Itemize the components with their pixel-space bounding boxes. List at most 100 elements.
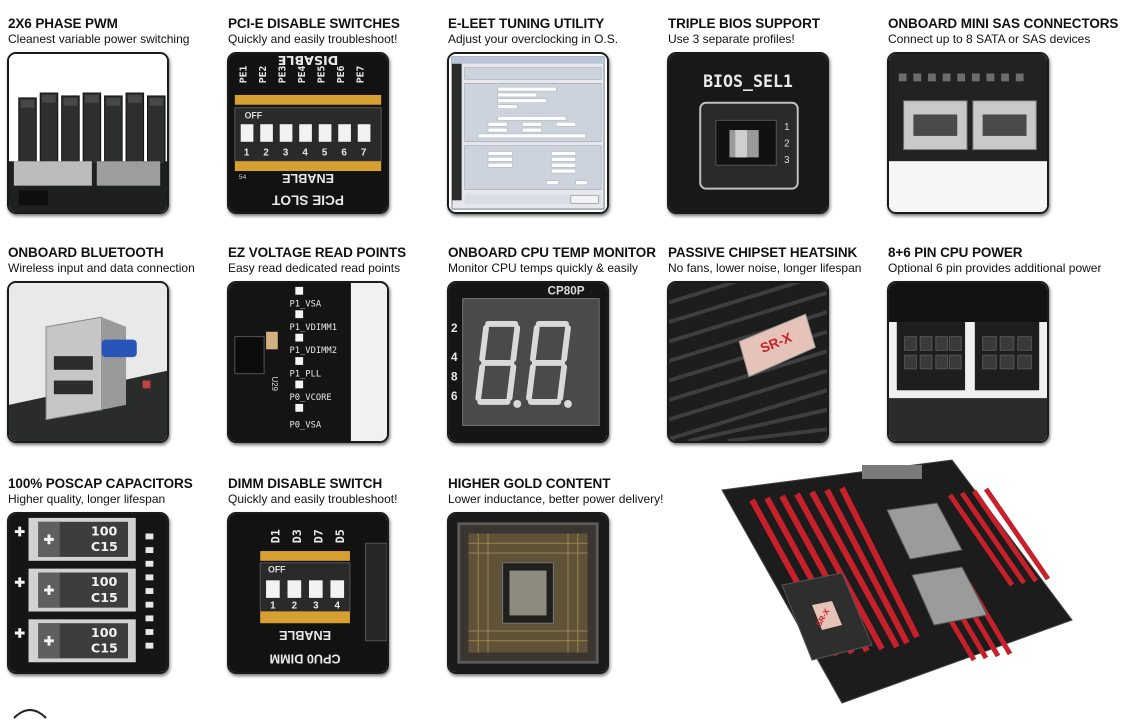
side-label: 8 [451, 371, 458, 384]
cap-marking: C15 [91, 640, 118, 655]
feature-title: ONBOARD BLUETOOTH [8, 245, 164, 260]
dip-pin-label: PE7 [356, 66, 367, 84]
dip-off-label: OFF [245, 110, 263, 120]
pcie-slot-label: PCIE SLOT [271, 192, 344, 207]
poscap-image: 100 C15 100 C15 100 C15 [7, 512, 169, 674]
feature-title: 8+6 PIN CPU POWER [888, 245, 1023, 260]
eleet-screenshot-image [447, 52, 609, 214]
feature-subtitle: No fans, lower noise, longer lifespan [668, 261, 862, 275]
dip-number: 5 [322, 147, 328, 158]
dip-number: 2 [292, 601, 298, 612]
side-label: 2 [451, 322, 458, 335]
seven-segment-image: CP80P 2 4 8 6 [447, 281, 609, 443]
dip-disable-label: DISABLE [278, 54, 338, 68]
dip-pin-label: PE6 [336, 66, 347, 84]
bios-position-3: 3 [784, 155, 789, 166]
feature-subtitle: Monitor CPU temps quickly & easily [448, 261, 639, 275]
feature-pcie-switches: PCI-E DISABLE SWITCHES Quickly and easil… [228, 16, 443, 47]
dip-number: 3 [283, 147, 289, 158]
feature-title: ONBOARD CPU TEMP MONITOR [448, 245, 656, 260]
feature-subtitle: Wireless input and data connection [8, 261, 195, 275]
dip-number: 7 [361, 147, 366, 158]
voltage-points-image: U29 P1_VSA P1_VDIMM1 P1_VDIMM2 P1_PLL P0… [227, 281, 389, 443]
dip-pin-label: PE4 [297, 66, 308, 84]
dip-number: 1 [270, 601, 276, 612]
feature-bluetooth: ONBOARD BLUETOOTH Wireless input and dat… [8, 245, 223, 276]
voltage-point-label: P1_VSA [289, 299, 321, 309]
feature-title: EZ VOLTAGE READ POINTS [228, 245, 407, 260]
dip-enable-label: ENABLE [279, 628, 331, 642]
mini-sas-image [887, 52, 1049, 214]
dip-number: 6 [341, 147, 347, 158]
feature-subtitle: Lower inductance, better power delivery! [448, 492, 664, 506]
bios-position-2: 2 [784, 139, 789, 150]
dip-number: 1 [244, 147, 250, 158]
feature-triple-bios: TRIPLE BIOS SUPPORT Use 3 separate profi… [668, 16, 883, 47]
cap-marking: 100 [91, 574, 118, 589]
feature-title: PASSIVE CHIPSET HEATSINK [668, 245, 858, 260]
feature-poscap: 100% POSCAP CAPACITORS Higher quality, l… [8, 476, 223, 507]
bios-sel-label: BIOS_SEL1 [703, 72, 793, 91]
dip-pin-label: D1 [269, 529, 283, 543]
display-code: CP80P [548, 285, 585, 298]
feature-subtitle: Easy read dedicated read points [228, 261, 401, 275]
cap-marking: 100 [91, 625, 118, 640]
dip-pin-label: PE2 [258, 66, 269, 84]
feature-subtitle: Connect up to 8 SATA or SAS devices [888, 32, 1091, 46]
bluetooth-usb-image [7, 281, 169, 443]
cap-marking: C15 [91, 590, 118, 605]
voltage-point-label: P1_VDIMM1 [289, 323, 336, 333]
feature-subtitle: Cleanest variable power switching [8, 32, 190, 46]
pwm-chokes-image [7, 52, 169, 214]
heatsink-image: SR-X [667, 281, 829, 443]
board-code: 54 [239, 174, 247, 181]
feature-dimm-switch: DIMM DISABLE SWITCH Quickly and easily t… [228, 476, 443, 507]
dip-pin-label: PE5 [317, 66, 328, 84]
bios-switch-image: BIOS_SEL1 1 2 3 [667, 52, 829, 214]
feature-subtitle: Adjust your overclocking in O.S. [448, 32, 619, 46]
side-label: 4 [451, 351, 458, 364]
feature-title: PCI-E DISABLE SWITCHES [228, 16, 400, 31]
dip-number: 2 [263, 147, 269, 158]
voltage-point-label: P0_VCORE [289, 393, 331, 403]
voltage-point-label: P1_VDIMM2 [289, 346, 336, 356]
side-label: 6 [451, 390, 458, 403]
dip-number: 4 [335, 601, 341, 612]
dip-enable-label: ENABLE [282, 171, 334, 185]
dip-number: 4 [302, 147, 308, 158]
motherboard-hero-image: SR-X [712, 455, 1082, 705]
chip-label: U29 [270, 377, 279, 391]
feature-eleet: E-LEET TUNING UTILITY Adjust your overcl… [448, 16, 663, 47]
dip-off-label: OFF [268, 565, 286, 575]
feature-title: DIMM DISABLE SWITCH [228, 476, 383, 491]
feature-subtitle: Use 3 separate profiles! [668, 32, 795, 46]
dip-pin-label: D3 [290, 529, 304, 543]
corner-badge [10, 700, 50, 720]
feature-cpu-temp: ONBOARD CPU TEMP MONITOR Monitor CPU tem… [448, 245, 663, 276]
feature-subtitle: Quickly and easily troubleshoot! [228, 492, 398, 506]
dip-number: 3 [313, 601, 319, 612]
feature-title: ONBOARD MINI SAS CONNECTORS [888, 16, 1119, 31]
dip-pin-label: PE3 [278, 66, 289, 84]
bios-position-1: 1 [784, 122, 789, 133]
cap-marking: 100 [91, 523, 118, 538]
feature-subtitle: Higher quality, longer lifespan [8, 492, 166, 506]
feature-title: HIGHER GOLD CONTENT [448, 476, 611, 491]
feature-title: E-LEET TUNING UTILITY [448, 16, 605, 31]
feature-pwm: 2X6 PHASE PWM Cleanest variable power sw… [8, 16, 223, 47]
cpu-power-image [887, 281, 1049, 443]
voltage-point-label: P0_VSA [289, 420, 321, 430]
dimm-dip-switch-image: D1 D3 D7 D5 OFF 1 2 3 4 ENABLE CPU0 DIMM [227, 512, 389, 674]
feature-passive-heatsink: PASSIVE CHIPSET HEATSINK No fans, lower … [668, 245, 883, 276]
feature-mini-sas: ONBOARD MINI SAS CONNECTORS Connect up t… [888, 16, 1119, 47]
feature-voltage-points: EZ VOLTAGE READ POINTS Easy read dedicat… [228, 245, 443, 276]
feature-title: 100% POSCAP CAPACITORS [8, 476, 193, 491]
pcie-dip-switch-image: DISABLE PE1 PE2 PE3 PE4 PE5 PE6 PE7 OFF … [227, 52, 389, 214]
feature-gold-content: HIGHER GOLD CONTENT Lower inductance, be… [448, 476, 663, 507]
cap-marking: C15 [91, 539, 118, 554]
feature-subtitle: Optional 6 pin provides additional power [888, 261, 1102, 275]
cpu-socket-image [447, 512, 609, 674]
feature-title: 2X6 PHASE PWM [8, 16, 118, 31]
dimm-slot-label: CPU0 DIMM [270, 651, 341, 665]
voltage-point-label: P1_PLL [289, 370, 321, 380]
